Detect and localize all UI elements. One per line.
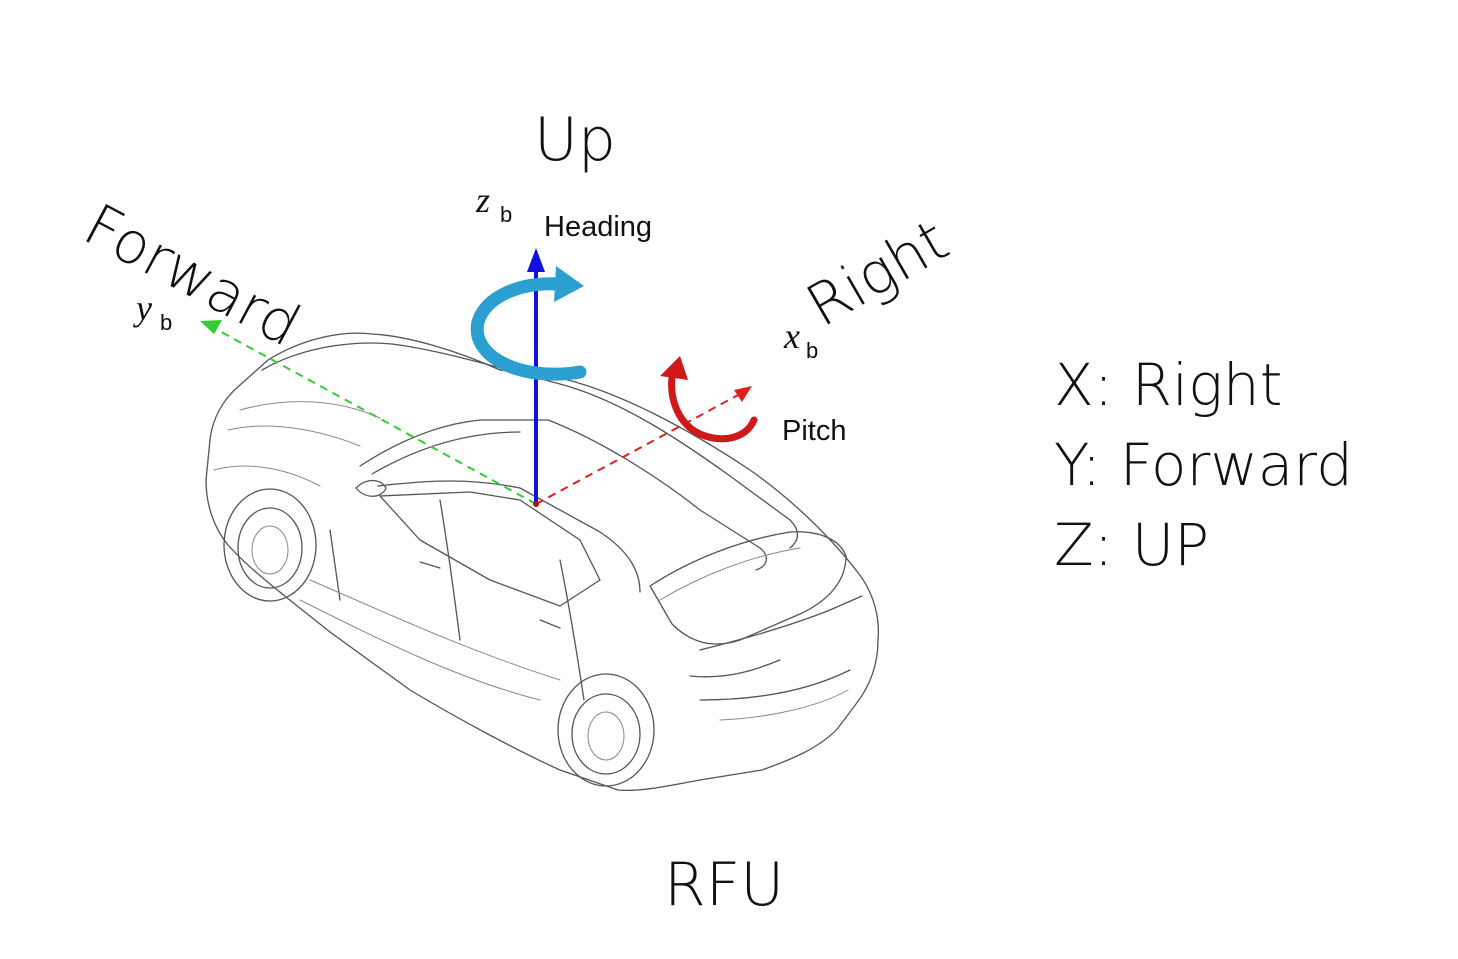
legend-x-right: X: Right: [1054, 351, 1283, 419]
svg-text:z: z: [475, 180, 490, 220]
z-axis-symbol: z b: [475, 180, 512, 227]
legend-z-up: Z: UP: [1054, 511, 1210, 579]
up-label: Up: [534, 105, 616, 175]
x-axis-symbol: x b: [783, 316, 818, 363]
pitch-label: Pitch: [782, 415, 846, 447]
heading-label: Heading: [544, 211, 652, 243]
right-label: Right: [795, 206, 960, 340]
forward-label: Forward: [73, 190, 311, 360]
y-axis-symbol: y b: [133, 288, 172, 335]
y-axis-arrow: [200, 320, 537, 505]
legend-y-forward: Y: Forward: [1054, 431, 1353, 499]
x-axis-arrow: [535, 386, 752, 505]
svg-text:y: y: [133, 288, 152, 328]
pitch-rotation-arrow: [660, 356, 758, 443]
svg-text:x: x: [783, 316, 800, 356]
z-axis-arrow: [527, 248, 545, 504]
svg-text:b: b: [160, 310, 172, 335]
car-outline-icon: [205, 332, 880, 792]
caption-rfu: RFU: [664, 850, 784, 920]
svg-text:b: b: [806, 338, 818, 363]
svg-text:b: b: [500, 202, 512, 227]
origin-dot: [533, 501, 539, 507]
heading-rotation-arrow: [470, 266, 587, 381]
